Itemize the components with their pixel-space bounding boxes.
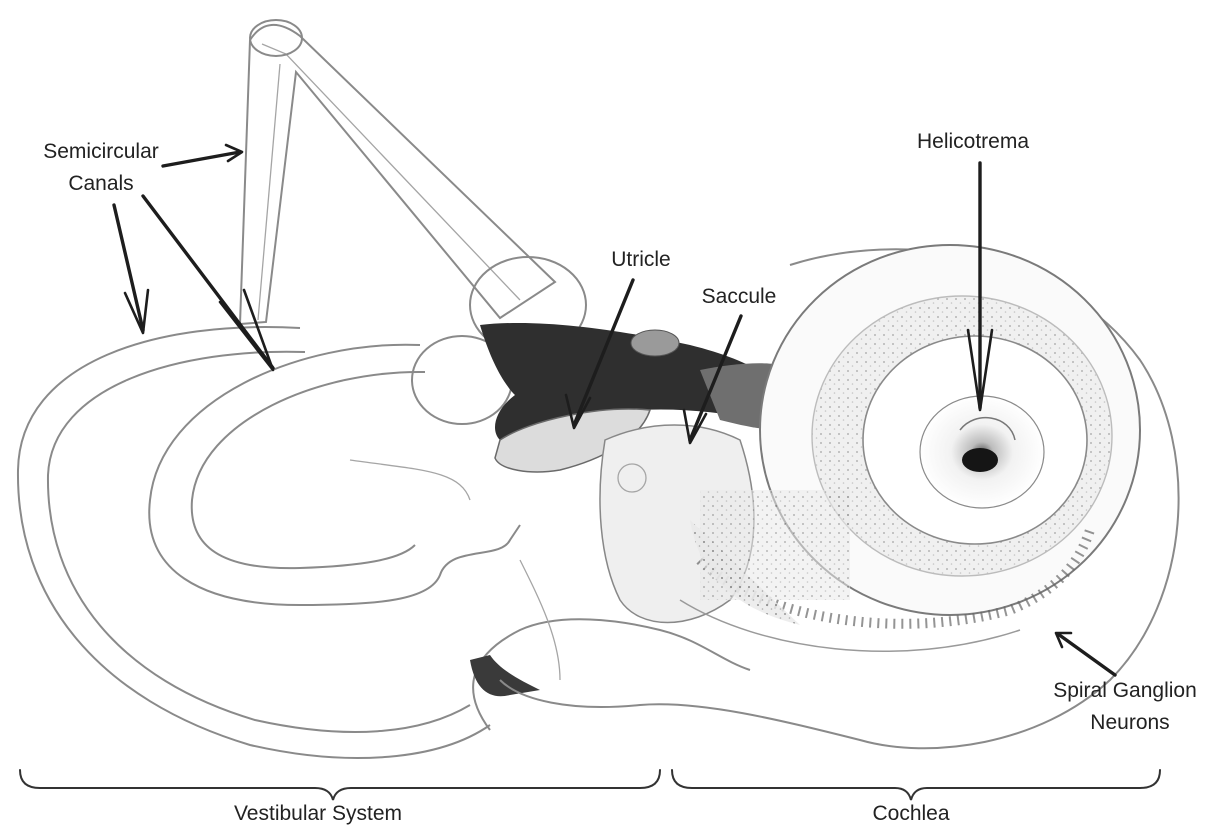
posterior-canal [18, 327, 490, 758]
arrow-spiral-ganglion [1056, 633, 1115, 675]
arrow-semicircular-right [143, 196, 273, 370]
arrow-semicircular-left [114, 205, 148, 333]
vestibular-system-brace [20, 770, 660, 800]
helicotrema-label: Helicotrema [917, 130, 1029, 153]
horizontal-canal [149, 336, 520, 605]
semicircular-canals-label-line2: Canals [68, 172, 133, 195]
utricle-label: Utricle [611, 248, 671, 271]
spiral-ganglion-label-line2: Neurons [1090, 711, 1169, 734]
saccule-label: Saccule [702, 285, 777, 308]
spiral-ganglion-label-line1: Spiral Ganglion [1053, 679, 1197, 702]
vestibular-system-label: Vestibular System [234, 802, 402, 825]
semicircular-canals-label-line1: Semicircular [43, 140, 159, 163]
cochlea-brace [672, 770, 1160, 800]
cochlea-label: Cochlea [872, 802, 949, 825]
arrow-semicircular-upper [163, 145, 242, 166]
anterior-canal [240, 20, 586, 353]
